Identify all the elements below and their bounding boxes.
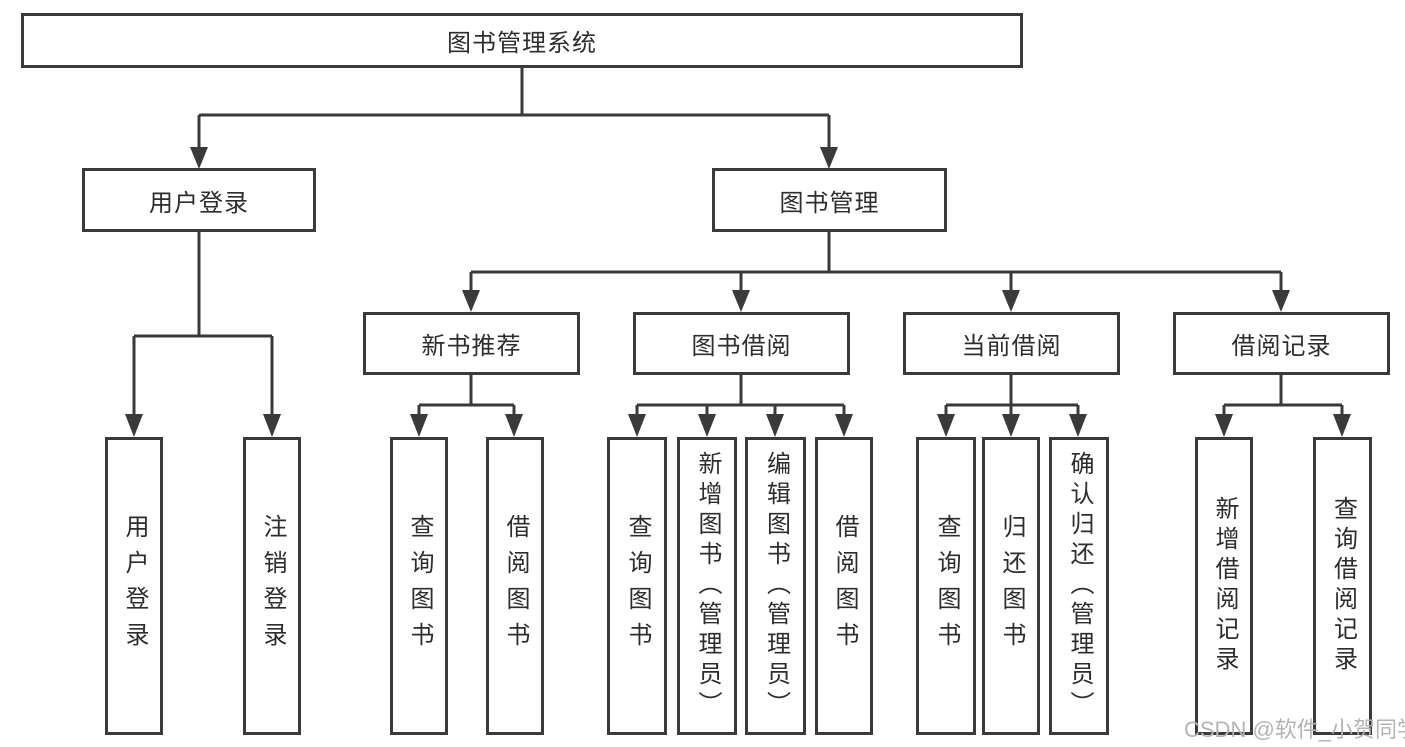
leaf-user-login: 用户登录	[105, 437, 163, 735]
leaf-confirm-return-admin: 确认归还（管理员）	[1049, 437, 1109, 735]
node-book-management: 图书管理	[712, 168, 947, 232]
leaf-borrow-books-label: 借阅图书	[831, 514, 858, 658]
leaf-add-books-admin-label: 新增图书（管理员）	[694, 451, 721, 721]
leaf-borrow-books: 借阅图书	[815, 437, 873, 735]
leaf-query-books-borrow-label: 查询图书	[624, 514, 651, 658]
node-new-book-recommend-label: 新书推荐	[421, 333, 522, 360]
leaf-logout: 注销登录	[243, 437, 301, 735]
node-borrowing-records: 借阅记录	[1173, 312, 1390, 375]
leaf-confirm-return-admin-label: 确认归还（管理员）	[1066, 451, 1093, 721]
leaf-return-books: 归还图书	[982, 437, 1040, 735]
leaf-add-borrow-record: 新增借阅记录	[1195, 437, 1253, 735]
leaf-query-books-recommend-label: 查询图书	[406, 514, 433, 658]
node-root-library-system: 图书管理系统	[21, 13, 1023, 68]
leaf-query-books-current-label: 查询图书	[933, 514, 960, 658]
csdn-watermark: CSDN @软件_小贺同学	[1184, 717, 1405, 742]
node-new-book-recommend: 新书推荐	[363, 312, 580, 375]
node-current-borrowing: 当前借阅	[903, 312, 1120, 375]
node-book-borrowing: 图书借阅	[633, 312, 850, 375]
leaf-add-borrow-record-label: 新增借阅记录	[1211, 496, 1238, 676]
node-borrowing-records-label: 借阅记录	[1231, 333, 1332, 360]
leaf-logout-label: 注销登录	[259, 514, 286, 658]
leaf-borrow-books-recommend: 借阅图书	[486, 437, 544, 735]
node-root-label: 图书管理系统	[447, 30, 597, 57]
leaf-query-books-borrow: 查询图书	[607, 437, 667, 735]
node-user-login-group: 用户登录	[82, 168, 316, 232]
leaf-add-books-admin: 新增图书（管理员）	[677, 437, 737, 735]
leaf-query-books-current: 查询图书	[916, 437, 976, 735]
leaf-user-login-label: 用户登录	[121, 514, 148, 658]
leaf-return-books-label: 归还图书	[998, 514, 1025, 658]
leaf-query-borrow-record-label: 查询借阅记录	[1329, 496, 1357, 676]
leaf-edit-books-admin: 编辑图书（管理员）	[745, 437, 806, 735]
node-book-borrowing-label: 图书借阅	[691, 333, 792, 360]
leaf-query-borrow-record: 查询借阅记录	[1313, 437, 1372, 735]
leaf-borrow-books-recommend-label: 借阅图书	[502, 514, 529, 658]
node-user-login-group-label: 用户登录	[149, 189, 249, 217]
leaf-edit-books-admin-label: 编辑图书（管理员）	[762, 451, 790, 721]
node-current-borrowing-label: 当前借阅	[961, 333, 1062, 360]
leaf-query-books-recommend: 查询图书	[390, 437, 448, 735]
node-book-management-label: 图书管理	[779, 189, 880, 217]
